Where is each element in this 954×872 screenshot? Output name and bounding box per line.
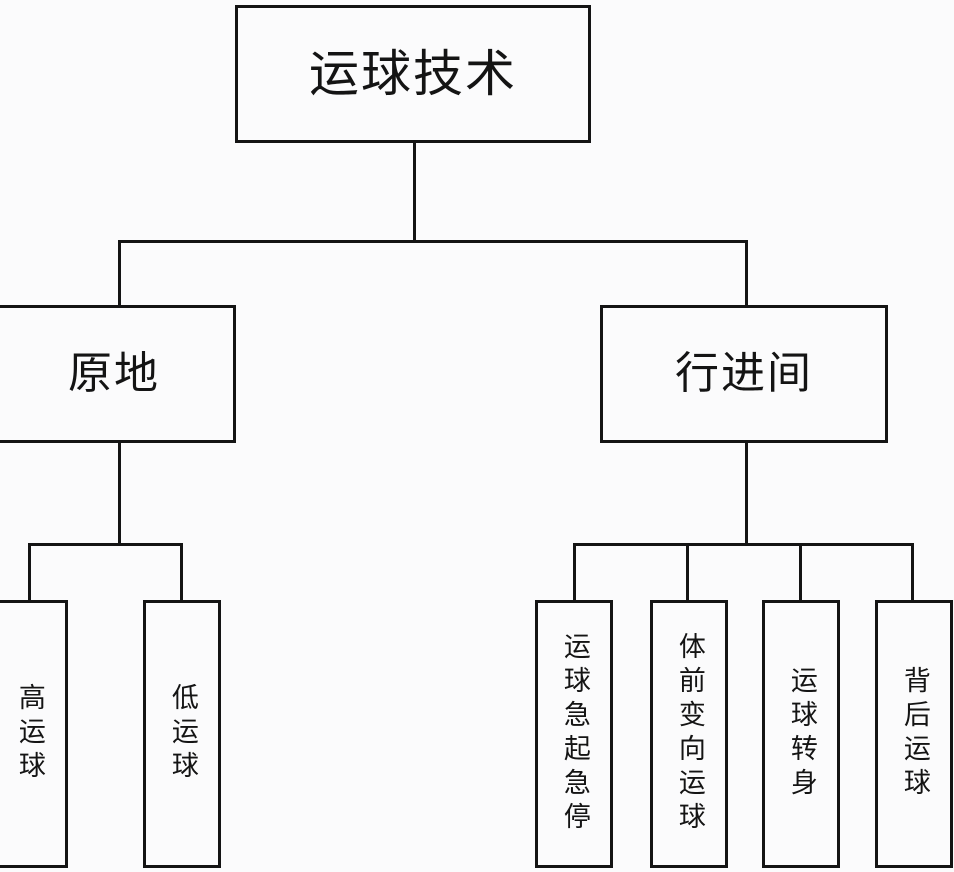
node-leaf-diyunqiu-label: 低运球 (166, 683, 198, 785)
node-level2-xingjinjian-label: 行进间 (675, 348, 813, 399)
connector-yuandi-bar (28, 543, 183, 546)
node-root-label: 运球技术 (309, 45, 517, 103)
connector-drop-yuandi (118, 240, 121, 307)
node-level2-yuandi-label: 原地 (68, 348, 160, 399)
node-level2-yuandi[interactable]: 原地 (0, 305, 236, 443)
connector-root-stem (413, 143, 416, 242)
connector-drop-xingjinjian (745, 240, 748, 307)
connector-level2-bar (118, 240, 748, 243)
node-leaf-beihouyunqiu-label: 背后运球 (898, 666, 930, 802)
node-level2-xingjinjian[interactable]: 行进间 (600, 305, 888, 443)
node-leaf-yunqiuzhuanshen[interactable]: 运球转身 (762, 600, 840, 868)
node-leaf-yunqiujiqijiting[interactable]: 运球急起急停 (535, 600, 613, 868)
node-leaf-gaoyunqiu[interactable]: 高运球 (0, 600, 68, 868)
connector-drop-tiqianbianxiang (686, 543, 689, 601)
connector-xingjinjian-stem (745, 443, 748, 545)
connector-xingjinjian-bar (573, 543, 914, 546)
node-leaf-yunqiujiqijiting-label: 运球急起急停 (558, 632, 590, 836)
connector-drop-gaoyunqiu (28, 543, 31, 601)
node-leaf-gaoyunqiu-label: 高运球 (13, 683, 45, 785)
node-leaf-beihouyunqiu[interactable]: 背后运球 (875, 600, 953, 868)
connector-drop-beihouyunqiu (911, 543, 914, 601)
node-leaf-tiqianbianxiangyunqiu-label: 体前变向运球 (673, 632, 705, 836)
connector-drop-yunqiuzhuanshen (799, 543, 802, 601)
node-leaf-tiqianbianxiangyunqiu[interactable]: 体前变向运球 (650, 600, 728, 868)
connector-drop-diyunqiu (180, 543, 183, 601)
node-root[interactable]: 运球技术 (235, 5, 591, 143)
node-leaf-diyunqiu[interactable]: 低运球 (143, 600, 221, 868)
connector-yuandi-stem (118, 443, 121, 545)
connector-drop-jiqijiting (573, 543, 576, 601)
node-leaf-yunqiuzhuanshen-label: 运球转身 (785, 666, 817, 802)
